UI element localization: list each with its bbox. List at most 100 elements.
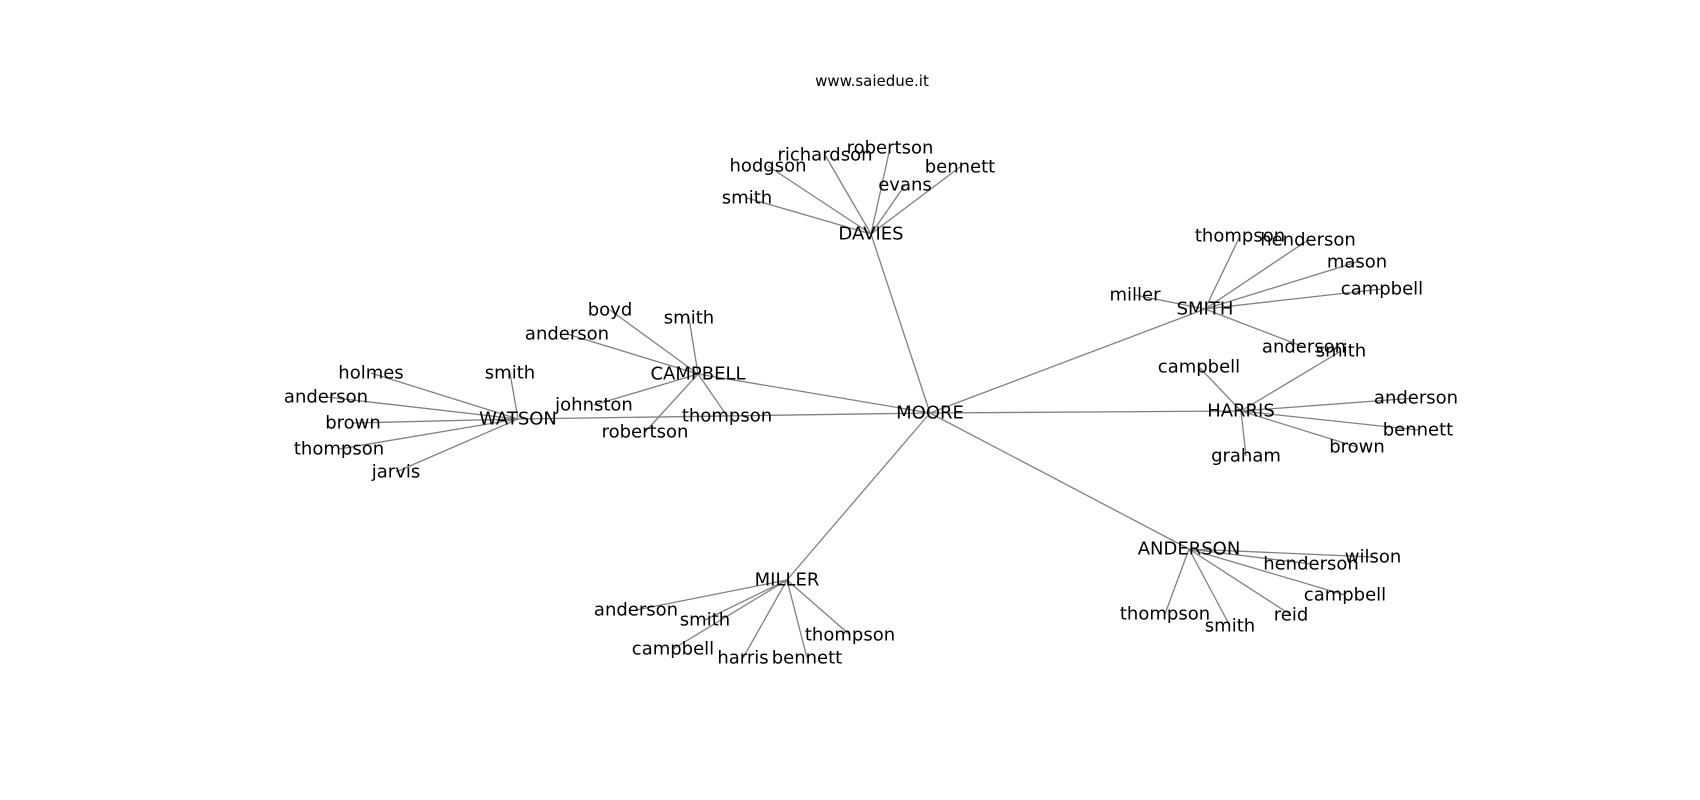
- edge-watson-thompson: [338, 418, 519, 450]
- edge-anderson-wilson: [1188, 548, 1374, 558]
- node-leaf-miller-thompson: thompson: [805, 625, 895, 646]
- node-leaf-anderson-wilson: wilson: [1345, 547, 1402, 568]
- node-leaf-miller-campbell: campbell: [632, 639, 714, 660]
- edge-watson-smith: [509, 372, 519, 420]
- node-leaf-harris-graham: graham: [1211, 446, 1281, 467]
- node-hub-watson: WATSON: [479, 409, 557, 430]
- node-leaf-harris-campbell: campbell: [1158, 357, 1240, 378]
- edge-anderson-thompson: [1164, 548, 1190, 615]
- node-leaf-miller-harris: harris: [717, 648, 768, 669]
- node-leaf-watson-brown: brown: [325, 413, 381, 434]
- node-leaf-watson-holmes: holmes: [338, 363, 403, 384]
- edge-smith-campbell: [1204, 288, 1383, 310]
- edges-layer: [325, 147, 1419, 659]
- node-leaf-campbell-thompson: thompson: [682, 406, 772, 427]
- node-leaf-miller-anderson: anderson: [594, 600, 678, 621]
- edge-davies-bennett: [870, 166, 961, 235]
- node-leaf-davies-smith: smith: [722, 188, 772, 209]
- edge-root-anderson: [929, 412, 1190, 550]
- node-leaf-smith-thompson: thompson: [1195, 226, 1285, 247]
- edge-miller-bennett: [786, 579, 808, 659]
- node-hub-smith: SMITH: [1177, 299, 1234, 320]
- node-root: MOORE: [896, 403, 964, 424]
- node-leaf-davies-evans: evans: [878, 175, 932, 196]
- node-leaf-miller-bennett: bennett: [772, 648, 843, 669]
- node-leaf-harris-brown: brown: [1329, 437, 1385, 458]
- edge-davies-hodgson: [767, 165, 872, 235]
- node-leaf-watson-smith: smith: [485, 363, 535, 384]
- edge-watson-anderson: [325, 396, 519, 420]
- node-hub-anderson: ANDERSON: [1138, 539, 1241, 560]
- node-leaf-campbell-johnston: johnston: [554, 395, 633, 416]
- edge-harris-brown: [1240, 410, 1358, 448]
- edge-anderson-reid: [1188, 548, 1292, 616]
- edge-watson-jarvis: [395, 418, 519, 473]
- edge-harris-graham: [1240, 410, 1247, 457]
- node-leaf-harris-smith: smith: [1316, 341, 1366, 362]
- labels-layer: MOOREDAVIESsmithhodgsonrichardsonroberts…: [284, 138, 1458, 669]
- node-leaf-smith-mason: mason: [1327, 252, 1387, 273]
- node-leaf-campbell-smith: smith: [664, 308, 714, 329]
- edge-miller-thompson: [786, 579, 851, 636]
- edge-smith-anderson: [1204, 308, 1305, 348]
- node-hub-miller: MILLER: [755, 570, 820, 591]
- edge-harris-campbell: [1198, 366, 1242, 412]
- node-leaf-miller-smith: smith: [680, 610, 730, 631]
- node-leaf-smith-anderson: anderson: [1262, 337, 1346, 358]
- edge-campbell-smith: [688, 317, 699, 375]
- edge-campbell-boyd: [609, 309, 699, 375]
- edge-anderson-henderson: [1188, 548, 1312, 565]
- edge-smith-mason: [1204, 261, 1358, 310]
- edge-root-harris: [929, 410, 1242, 414]
- site-watermark: www.saiedue.it: [815, 72, 929, 90]
- edge-watson-brown: [352, 418, 519, 424]
- edge-miller-smith: [704, 579, 788, 621]
- edge-root-smith: [929, 308, 1206, 414]
- node-leaf-harris-anderson: anderson: [1374, 388, 1458, 409]
- edge-miller-anderson: [635, 579, 788, 611]
- node-hub-davies: DAVIES: [838, 224, 903, 245]
- edge-davies-evans: [870, 184, 906, 235]
- edge-davies-smith: [746, 197, 872, 235]
- node-leaf-anderson-thompson: thompson: [1120, 604, 1210, 625]
- edge-harris-smith: [1240, 350, 1342, 412]
- edge-campbell-thompson: [697, 373, 728, 417]
- node-leaf-anderson-smith: smith: [1205, 616, 1255, 637]
- edge-anderson-smith: [1188, 548, 1231, 627]
- node-hub-harris: HARRIS: [1207, 401, 1275, 422]
- edge-root-watson: [517, 412, 931, 420]
- edge-davies-richardson: [824, 154, 872, 235]
- edge-anderson-campbell: [1188, 548, 1346, 596]
- edge-harris-anderson: [1240, 397, 1417, 412]
- node-leaf-davies-hodgson: hodgson: [729, 156, 806, 177]
- node-leaf-campbell-boyd: boyd: [588, 300, 633, 321]
- edge-campbell-anderson: [566, 333, 699, 375]
- edge-harris-bennett: [1240, 410, 1419, 431]
- node-leaf-smith-miller: miller: [1109, 285, 1161, 306]
- node-leaf-smith-henderson: henderson: [1260, 230, 1356, 251]
- node-leaf-campbell-robertson: robertson: [602, 422, 689, 443]
- edge-davies-robertson: [870, 147, 891, 235]
- node-leaf-davies-richardson: richardson: [777, 145, 872, 166]
- node-leaf-anderson-reid: reid: [1274, 605, 1309, 626]
- edge-root-miller: [786, 412, 931, 581]
- edge-watson-holmes: [370, 372, 519, 420]
- edge-root-campbell: [697, 373, 931, 414]
- node-leaf-watson-jarvis: jarvis: [371, 462, 420, 483]
- node-leaf-campbell-anderson: anderson: [525, 324, 609, 345]
- edge-campbell-johnston: [593, 373, 699, 406]
- node-leaf-anderson-campbell: campbell: [1304, 585, 1386, 606]
- edge-miller-campbell: [672, 579, 788, 650]
- node-leaf-watson-thompson: thompson: [294, 439, 384, 460]
- node-leaf-watson-anderson: anderson: [284, 387, 368, 408]
- edge-root-davies: [870, 233, 931, 414]
- node-leaf-smith-campbell: campbell: [1341, 279, 1423, 300]
- node-leaf-davies-bennett: bennett: [925, 157, 996, 178]
- edge-smith-miller: [1134, 294, 1206, 310]
- node-leaf-davies-robertson: robertson: [847, 138, 934, 159]
- edge-smith-thompson: [1204, 235, 1241, 310]
- node-leaf-anderson-henderson: henderson: [1263, 554, 1359, 575]
- node-leaf-harris-bennett: bennett: [1383, 420, 1454, 441]
- node-hub-campbell: CAMPBELL: [650, 364, 745, 385]
